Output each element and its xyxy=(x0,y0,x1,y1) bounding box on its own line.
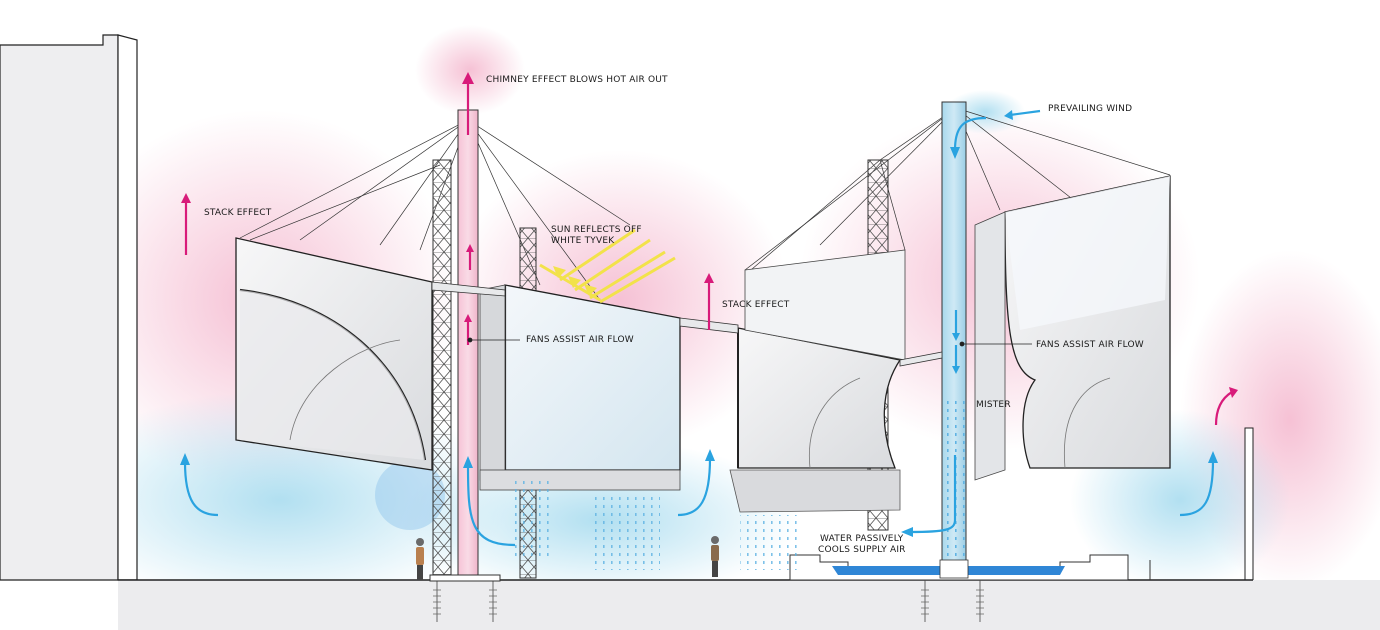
ground xyxy=(118,579,1253,630)
leader-lines xyxy=(467,337,1032,347)
cool-air-arrows xyxy=(183,109,1215,547)
human-figure-icon xyxy=(416,536,719,580)
right-building xyxy=(1244,427,1380,630)
sun-ray-arrowheads xyxy=(553,266,597,296)
water-basin xyxy=(789,554,1151,581)
label-fans-left: FANS ASSIST AIR FLOW xyxy=(526,335,634,345)
label-stack-effect-left: STACK EFFECT xyxy=(204,208,272,218)
label-prevailing-wind: PREVAILING WIND xyxy=(1048,104,1133,114)
label-sun-reflects-2: WHITE TYVEK xyxy=(551,236,615,246)
center-canopy xyxy=(479,284,681,491)
label-water-cools-1: WATER PASSIVELY xyxy=(820,534,904,544)
left-canopy xyxy=(235,237,433,471)
mister-spray xyxy=(510,480,800,570)
label-chimney-effect: CHIMNEY EFFECT BLOWS HOT AIR OUT xyxy=(486,75,668,85)
label-fans-right: FANS ASSIST AIR FLOW xyxy=(1036,340,1144,350)
hot-air-arrowheads xyxy=(181,72,1238,398)
hot-air-arrows xyxy=(184,80,1233,426)
label-stack-effect-center: STACK EFFECT xyxy=(722,300,790,310)
cool-air-arrowheads xyxy=(180,110,1218,537)
tension-cables xyxy=(239,107,1171,301)
sun-rays xyxy=(539,228,676,304)
center-right-canopy xyxy=(729,249,906,513)
right-canopy xyxy=(974,175,1171,481)
label-water-cools-2: COOLS SUPPLY AIR xyxy=(818,545,906,555)
label-mister: MISTER xyxy=(976,400,1011,410)
left-building xyxy=(0,34,138,581)
label-sun-reflects-1: SUN REFLECTS OFF xyxy=(551,225,642,235)
